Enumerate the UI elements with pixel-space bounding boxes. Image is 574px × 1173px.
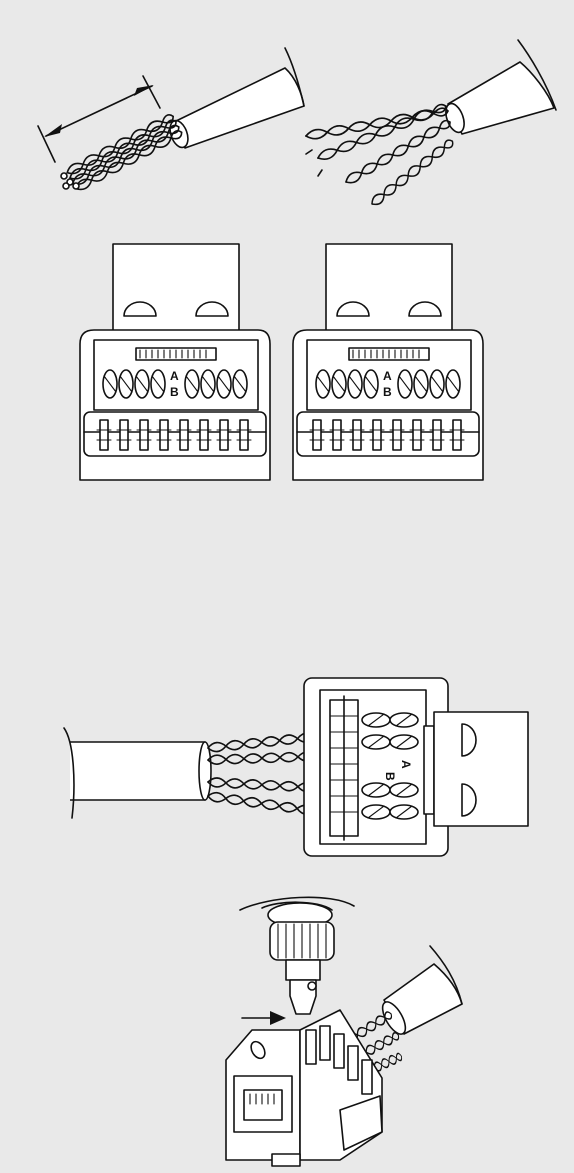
label-b: B <box>383 772 397 781</box>
strip-cable-panel <box>38 48 304 193</box>
label-a: A <box>170 369 179 383</box>
label-a: A <box>383 369 392 383</box>
punchdown-panel <box>226 897 462 1166</box>
untwist-pairs-panel <box>305 40 556 208</box>
jack-top-view-left: A B <box>80 244 270 480</box>
label-b: B <box>383 385 392 399</box>
wired-jack-panel: B A <box>64 678 528 856</box>
jack-top-view-right: A B <box>293 244 483 480</box>
label-b: B <box>170 385 179 399</box>
label-a: A <box>399 760 413 769</box>
